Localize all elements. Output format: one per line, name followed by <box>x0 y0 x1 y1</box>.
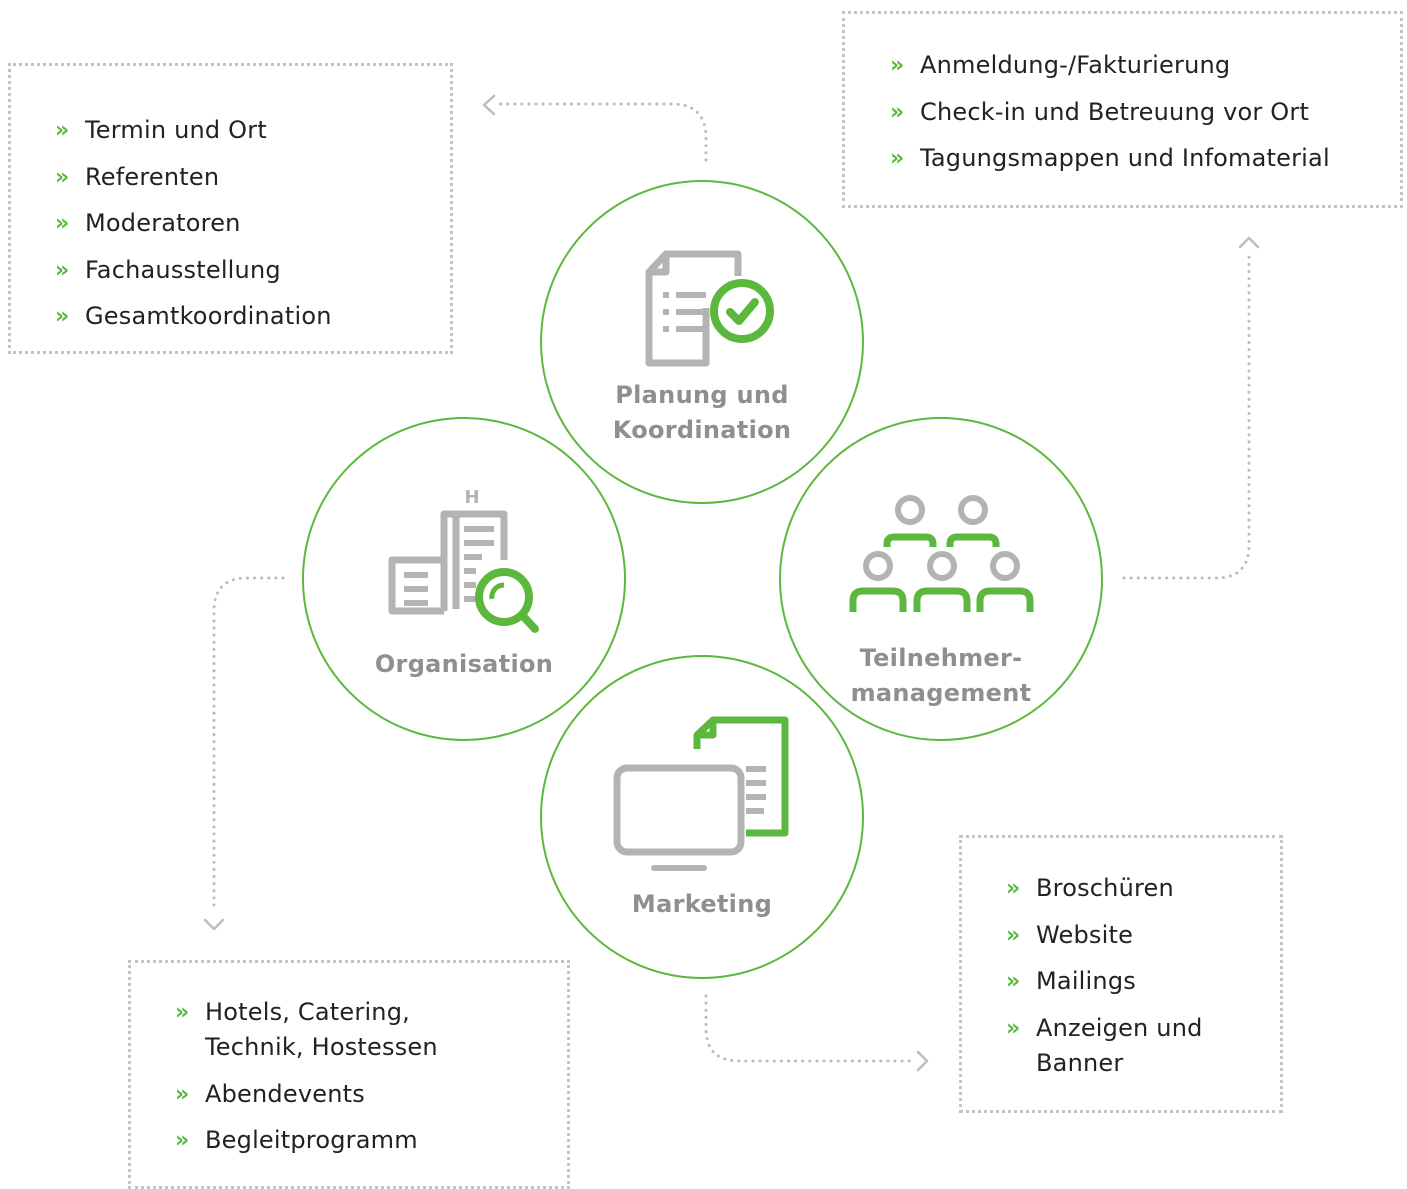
bullet-icon: » <box>175 1081 190 1107</box>
list-item: »Mailings <box>1006 964 1280 999</box>
document-check-icon <box>645 250 774 367</box>
arrowhead-down <box>203 918 225 931</box>
bullet-icon: » <box>890 146 905 171</box>
audience-icon <box>849 495 1034 612</box>
arrowhead-up <box>1238 236 1260 249</box>
arrowhead-left <box>482 94 496 116</box>
icon-letter: H <box>464 487 479 508</box>
circle-teilnehmer-label: Teilnehmer- management <box>850 644 1032 707</box>
list-item: »Broschüren <box>1006 871 1280 906</box>
circle-planung: Planung und Koordination <box>540 180 864 504</box>
bullet-icon: » <box>1006 969 1021 994</box>
box-marketing-list: »Broschüren »Website »Mailings »Anzeigen… <box>959 835 1283 1113</box>
list-item: »Begleitprogramm <box>175 1123 567 1158</box>
bullet-icon: » <box>55 164 70 190</box>
connector-organisation <box>212 576 285 907</box>
list-item: »Abendevents <box>175 1077 567 1112</box>
circle-marketing: Marketing <box>540 655 864 979</box>
bullet-icon: » <box>890 99 905 125</box>
box-planung-list: »Termin und Ort »Referenten »Moderatoren… <box>8 63 453 354</box>
list-item: »Moderatoren <box>55 206 450 241</box>
building-search-icon: H <box>388 487 539 633</box>
list-item: »Check-in und Betreuung vor Ort <box>890 95 1400 130</box>
circle-organisation: H Organisation <box>302 417 626 741</box>
bullet-icon: » <box>175 1128 190 1153</box>
bullet-icon: » <box>55 211 70 236</box>
connector-teilnehmer <box>1122 250 1251 580</box>
bullet-icon: » <box>55 118 70 143</box>
bullet-icon: » <box>55 304 70 329</box>
bullet-icon: » <box>1006 876 1021 901</box>
list-item: »Hotels, Catering, Technik, Hostessen <box>175 995 567 1065</box>
arrowhead-right <box>916 1050 929 1072</box>
list-item: »Termin und Ort <box>55 113 450 148</box>
circle-marketing-label: Marketing <box>631 890 773 918</box>
list-item: »Anzeigen und Banner <box>1006 1011 1280 1081</box>
list-item: »Referenten <box>55 160 450 195</box>
list-item: »Tagungsmappen und Infomaterial <box>890 141 1400 176</box>
circle-organisation-label: Organisation <box>374 650 554 678</box>
connector-planung <box>494 102 708 162</box>
list-item: »Website <box>1006 918 1280 953</box>
box-teilnehmer-list: »Anmeldung-/Fakturierung »Check-in und B… <box>842 11 1403 208</box>
circle-planung-label: Planung und Koordination <box>612 381 792 444</box>
list-item: »Gesamtkoordination <box>55 299 450 334</box>
bullet-icon: » <box>890 53 905 78</box>
circle-teilnehmer: Teilnehmer- management <box>779 417 1103 741</box>
list-item: »Anmeldung-/Fakturierung <box>890 48 1400 83</box>
bullet-icon: » <box>1006 1015 1021 1041</box>
bullet-icon: » <box>175 1000 190 1025</box>
box-organisation-list: »Hotels, Catering, Technik, Hostessen »A… <box>128 960 570 1189</box>
list-item: »Fachausstellung <box>55 253 450 288</box>
connector-marketing <box>704 994 914 1063</box>
monitor-document-icon <box>613 716 789 871</box>
bullet-icon: » <box>1006 922 1021 948</box>
bullet-icon: » <box>55 257 70 283</box>
